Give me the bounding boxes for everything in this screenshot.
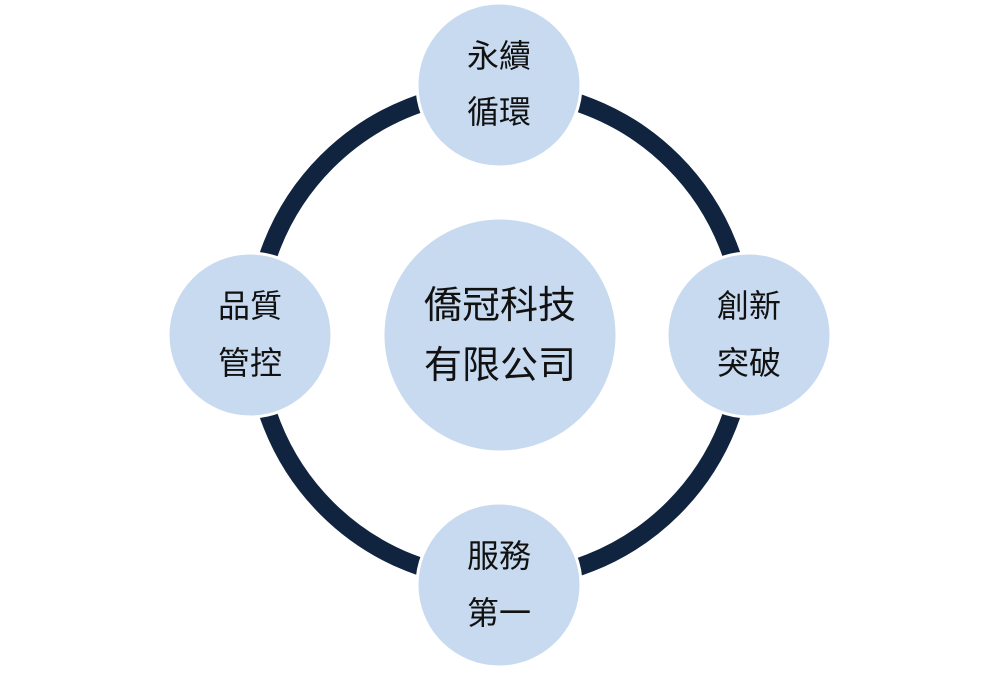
node-top-line1: 永續 bbox=[467, 37, 531, 75]
node-left-circle bbox=[166, 251, 334, 419]
node-top-line2: 循環 bbox=[467, 93, 531, 131]
node-bottom-line2: 第一 bbox=[467, 594, 531, 632]
center-node: 僑冠科技 有限公司 bbox=[381, 216, 619, 454]
node-top-circle bbox=[415, 1, 583, 169]
center-line1: 僑冠科技 bbox=[424, 283, 576, 327]
node-right-line1: 創新 bbox=[717, 287, 781, 325]
node-right: 創新 突破 bbox=[665, 251, 833, 419]
node-left-line2: 管控 bbox=[218, 344, 282, 382]
node-bottom-circle bbox=[415, 501, 583, 669]
center-circle bbox=[381, 216, 619, 454]
node-right-circle bbox=[665, 251, 833, 419]
node-bottom-line1: 服務 bbox=[467, 537, 531, 575]
node-bottom: 服務 第一 bbox=[415, 501, 583, 669]
node-top: 永續 循環 bbox=[415, 1, 583, 169]
node-left: 品質 管控 bbox=[166, 251, 334, 419]
center-line2: 有限公司 bbox=[424, 343, 576, 387]
node-left-line1: 品質 bbox=[218, 287, 282, 325]
node-right-line2: 突破 bbox=[717, 344, 781, 382]
